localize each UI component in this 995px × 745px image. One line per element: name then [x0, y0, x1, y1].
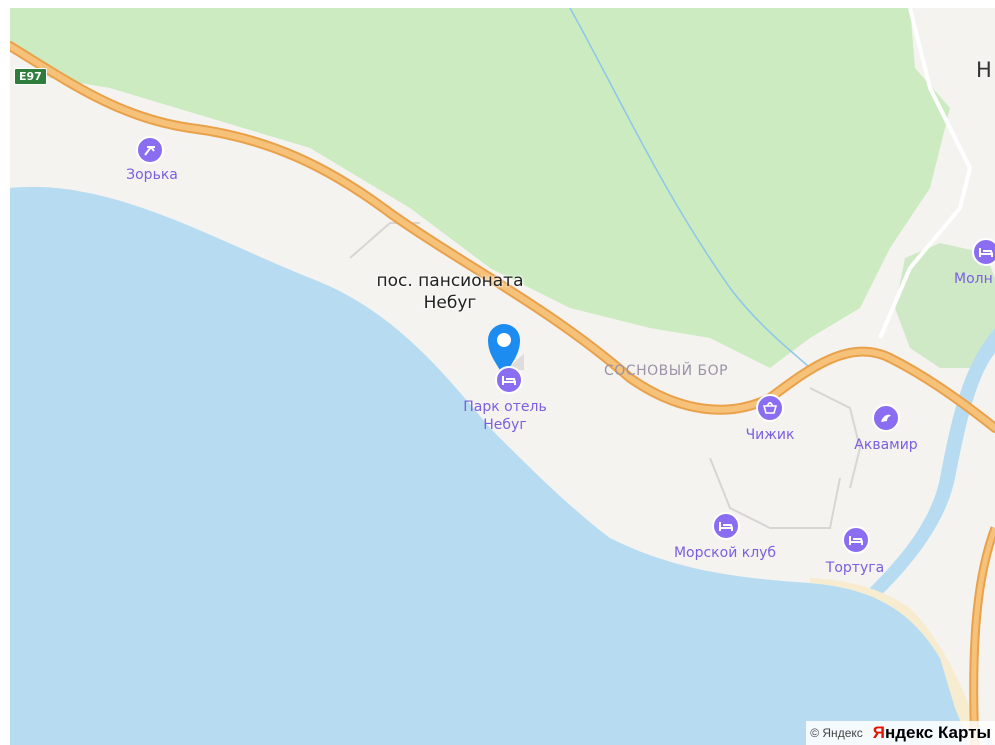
hotel-icon[interactable]	[842, 526, 870, 554]
settlement-label-line2: Небуг	[423, 293, 477, 313]
forest-area	[10, 8, 995, 368]
poi-label-morskoy-klub[interactable]: Морской клуб	[673, 545, 777, 561]
yandex-maps-logo[interactable]: Яндекс Карты	[873, 723, 991, 743]
poi-label-park-hotel[interactable]: Парк отель Небуг	[440, 398, 570, 434]
settlement-label: пос. пансионата Небуг	[350, 270, 550, 314]
road-north	[878, 8, 973, 339]
river	[569, 8, 811, 369]
hotel-icon[interactable]	[712, 512, 740, 540]
shop-basket-icon[interactable]	[756, 394, 784, 422]
hotel-icon[interactable]	[972, 238, 995, 266]
city-label-partial: Н	[976, 58, 992, 82]
location-pin-icon[interactable]	[484, 320, 524, 382]
hotel-icon[interactable]	[495, 366, 523, 394]
forest-area-east	[895, 243, 995, 368]
poi-label-zorka[interactable]: Зорька	[126, 167, 178, 183]
poi-label-park-hotel-line1: Парк отель	[463, 399, 547, 415]
beach-icon[interactable]	[136, 136, 164, 164]
map-footer: © Яндекс Яндекс Карты	[806, 721, 995, 745]
copyright-text[interactable]: © Яндекс	[810, 726, 863, 740]
poi-label-chizhik[interactable]: Чижик	[745, 427, 795, 443]
brand-text: ндекс Карты	[884, 723, 991, 742]
dolphin-icon[interactable]	[872, 404, 900, 432]
map-view[interactable]: E97 Н Зорька пос. пансионата Небуг Парк …	[10, 8, 995, 745]
poi-label-moln[interactable]: Молн	[954, 271, 993, 287]
poi-label-park-hotel-line2: Небуг	[483, 417, 527, 433]
sea	[10, 186, 995, 745]
map-base-layer	[10, 8, 995, 745]
road-shield-e97: E97	[14, 68, 47, 85]
poi-label-tortuga[interactable]: Тортуга	[825, 560, 885, 576]
brand-letter: Я	[872, 723, 885, 742]
poi-label-akvamir[interactable]: Аквамир	[854, 437, 918, 453]
district-label: СОСНОВЫЙ БОР	[604, 363, 729, 379]
settlement-label-line1: пос. пансионата	[376, 271, 524, 291]
